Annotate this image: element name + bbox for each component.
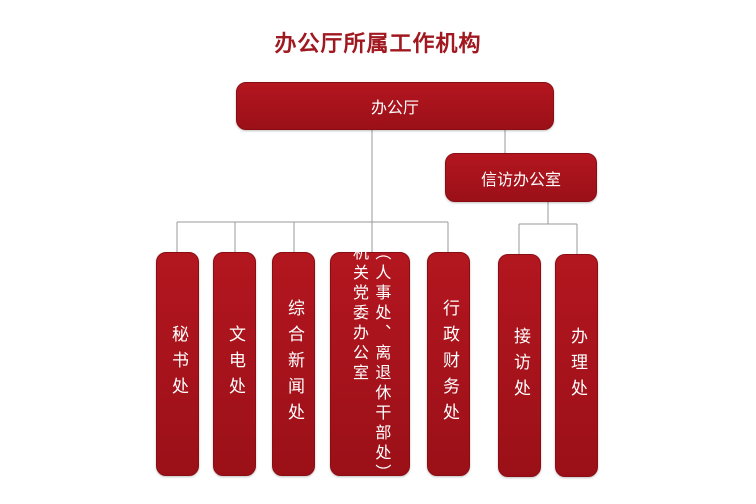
- sub-unit-node-reception: 接访处: [498, 254, 541, 477]
- unit-node-secretariat: 秘书处: [156, 252, 199, 476]
- sub-root-node: 信访办公室: [445, 153, 597, 202]
- root-node: 办公厅: [236, 82, 554, 130]
- unit-note: （人事处、离退休干部处）: [372, 244, 392, 484]
- unit-node-finance: 行政财务处: [427, 252, 470, 476]
- page-title: 办公厅所属工作机构: [274, 32, 482, 57]
- sub-unit-node-handling: 办理处: [555, 254, 598, 477]
- sub-unit-label: 办理处: [567, 326, 587, 405]
- unit-label: 秘书处: [168, 325, 188, 403]
- unit-label: 综合新闻处: [284, 299, 304, 429]
- unit-node-party-office: （人事处、离退休干部处） 机关党委办公室: [330, 244, 410, 484]
- unit-label: 机关党委办公室: [350, 244, 369, 384]
- unit-node-document: 文电处: [213, 252, 256, 476]
- unit-node-news: 综合新闻处: [272, 252, 315, 476]
- unit-label: 文电处: [225, 325, 245, 403]
- root-label: 办公厅: [370, 98, 419, 117]
- sub-unit-label: 接访处: [510, 326, 530, 405]
- sub-root-label: 信访办公室: [480, 169, 561, 189]
- unit-label: 行政财务处: [439, 299, 459, 429]
